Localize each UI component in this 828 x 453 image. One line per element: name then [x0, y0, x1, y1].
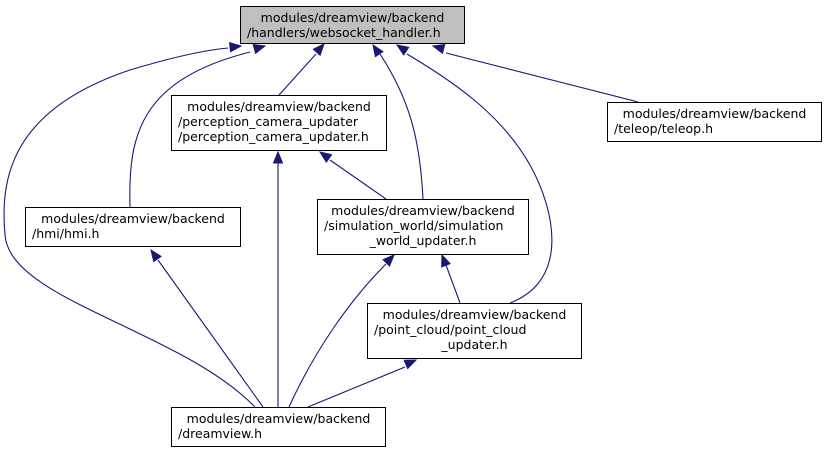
edge-line	[445, 52, 639, 103]
edge-line	[129, 51, 251, 208]
edge-arrowhead	[441, 253, 451, 268]
node-line: /perception_camera_updater.h	[178, 129, 369, 144]
node-line: modules/dreamview/backend	[260, 10, 445, 25]
edge-arrowhead	[150, 248, 162, 263]
node-hmi[interactable]: modules/dreamview/backend /hmi/hmi.h	[25, 207, 241, 247]
node-line: modules/dreamview/backend	[622, 106, 807, 121]
edge-simulation-world-updater-to-websocket-handler	[372, 43, 424, 200]
edge-line	[445, 264, 461, 304]
edge-arrowhead	[252, 43, 267, 55]
edge-arrowhead	[372, 43, 384, 58]
node-point-cloud-updater[interactable]: modules/dreamview/backend /point_cloud/p…	[367, 303, 582, 359]
node-teleop[interactable]: modules/dreamview/backend /teleop/teleop…	[607, 102, 822, 142]
node-line: modules/dreamview/backend	[382, 307, 567, 322]
edge-dreamview-to-hmi	[150, 248, 264, 408]
edge-arrowhead	[318, 151, 333, 163]
edge-line	[307, 366, 406, 408]
node-line: modules/dreamview/backend	[186, 411, 371, 426]
node-line: /perception_camera_updater	[178, 114, 359, 129]
node-line: modules/dreamview/backend	[41, 211, 225, 226]
node-line: /handlers/websocket_handler.h	[247, 25, 441, 40]
edge-arrowhead	[431, 43, 446, 55]
edge-arrowhead	[312, 43, 325, 57]
node-line: modules/dreamview/backend	[187, 99, 371, 114]
node-line: _world_updater.h	[369, 233, 477, 248]
node-line: /dreamview.h	[178, 426, 263, 441]
edge-arrowhead	[403, 359, 418, 370]
edge-point-cloud-updater-to-simulation-world-updater	[441, 253, 461, 304]
edge-dreamview-to-point-cloud-updater	[307, 359, 418, 408]
node-line: /hmi/hmi.h	[32, 226, 100, 241]
edge-line	[278, 53, 317, 96]
edge-perception-camera-updater-to-websocket-handler	[278, 43, 325, 96]
edge-line	[329, 159, 387, 200]
edge-teleop-to-websocket-handler	[431, 43, 639, 103]
node-dreamview[interactable]: modules/dreamview/backend /dreamview.h	[171, 407, 386, 447]
edge-line	[406, 53, 553, 304]
node-simulation-world-updater[interactable]: modules/dreamview/backend /simulation_wo…	[317, 199, 529, 255]
edge-line	[157, 259, 264, 408]
edge-dreamview-to-perception-camera-updater	[272, 150, 284, 407]
node-websocket-handler[interactable]: modules/dreamview/backend /handlers/webs…	[240, 6, 465, 44]
node-line: _updater.h	[441, 337, 508, 352]
edge-arrowhead	[272, 150, 284, 164]
edge-arrowhead	[395, 44, 410, 56]
edge-line	[3, 47, 256, 408]
edge-point-cloud-updater-to-websocket-handler	[395, 44, 553, 304]
node-line: /simulation_world/simulation	[324, 218, 504, 233]
edge-arrowhead	[382, 254, 395, 267]
edge-simulation-world-updater-to-perception-camera-updater	[318, 151, 387, 200]
node-line: /point_cloud/point_cloud	[374, 322, 527, 337]
node-perception-camera-updater[interactable]: modules/dreamview/backend /perception_ca…	[171, 95, 387, 151]
edge-dreamview-to-websocket-handler	[3, 42, 256, 408]
edge-line	[288, 263, 387, 408]
node-line: modules/dreamview/backend	[331, 203, 515, 218]
edge-line	[379, 53, 424, 200]
edge-dreamview-to-simulation-world-updater	[288, 254, 395, 408]
edge-hmi-to-websocket-handler	[129, 43, 267, 208]
edge-arrowhead	[228, 42, 243, 53]
node-line: /teleop/teleop.h	[614, 121, 713, 136]
